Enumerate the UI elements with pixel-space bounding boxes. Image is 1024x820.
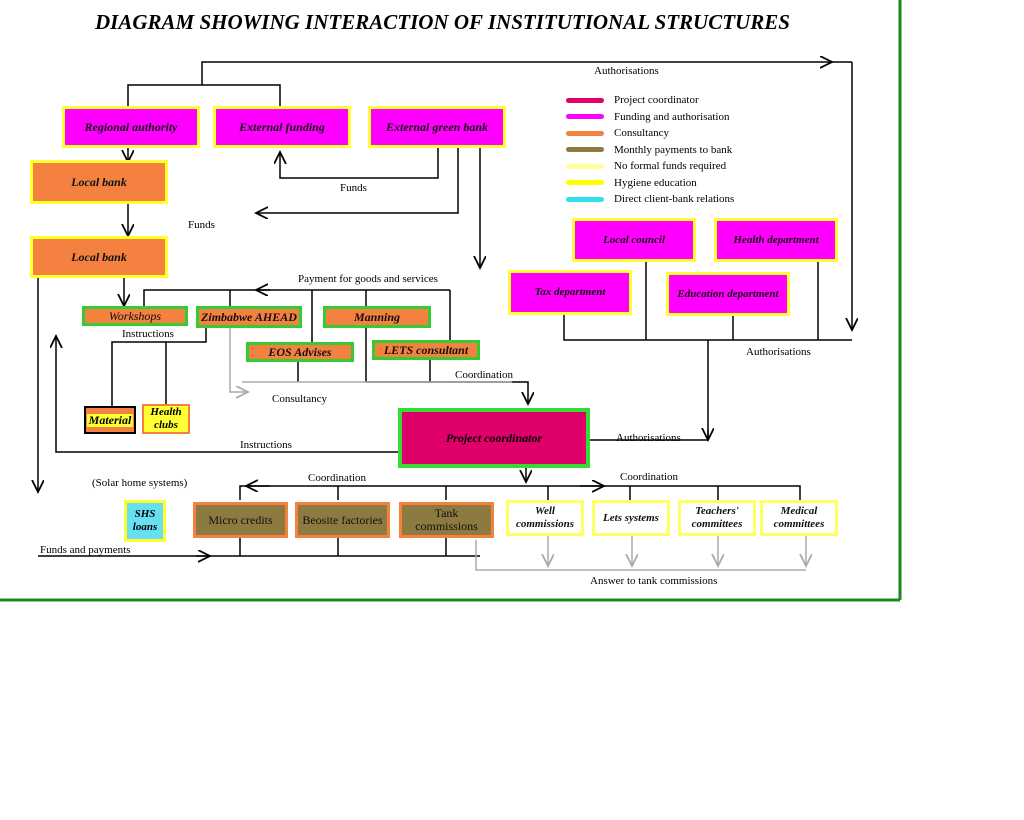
- label-authorisations-top: Authorisations: [594, 65, 659, 77]
- node-beosite-factories: Beosite factories: [295, 502, 390, 538]
- legend-swatch: [566, 180, 604, 185]
- node-local-bank-2: Local bank: [30, 236, 168, 278]
- node-teachers-committees: Teachers' committees: [678, 500, 756, 536]
- legend-item: Consultancy: [566, 126, 669, 140]
- node-material-label: Material: [86, 412, 134, 427]
- label-funds-2: Funds: [188, 219, 215, 231]
- node-micro-credits: Micro credits: [193, 502, 288, 538]
- legend-item: Project coordinator: [566, 93, 699, 107]
- node-medical-committees: Medical committees: [760, 500, 838, 536]
- legend-label: Direct client-bank relations: [614, 193, 735, 205]
- legend-item: Direct client-bank relations: [566, 192, 734, 206]
- legend-label: Funding and authorisation: [614, 110, 730, 123]
- legend-item: Hygiene education: [566, 176, 697, 190]
- label-consultancy: Consultancy: [272, 393, 327, 405]
- node-local-council: Local council: [572, 218, 696, 262]
- node-health-department: Health department: [714, 218, 838, 262]
- legend-label: Hygiene education: [614, 176, 697, 189]
- legend-swatch: [566, 147, 604, 152]
- legend-swatch: [566, 97, 604, 103]
- node-regional-authority: Regional authority: [62, 106, 200, 148]
- label-solar: (Solar home systems): [92, 477, 188, 489]
- node-local-bank-1: Local bank: [30, 160, 168, 204]
- legend-swatch: [566, 130, 604, 136]
- label-funds-1: Funds: [340, 182, 367, 194]
- label-funds-payments: Funds and payments: [40, 544, 131, 556]
- legend-label: Consultancy: [614, 127, 669, 139]
- node-project-coordinator: Project coordinator: [398, 408, 590, 468]
- legend-item: Funding and authorisation: [566, 110, 730, 124]
- node-tank-commissions: Tank commissions: [399, 502, 494, 538]
- label-authorisations-mid: Authorisations: [616, 432, 681, 444]
- legend-label: Project coordinator: [614, 94, 699, 106]
- node-education-department: Education department: [666, 272, 790, 316]
- node-eos-advises: EOS Advises: [246, 342, 354, 362]
- node-shs-loans: SHS loans: [124, 500, 166, 542]
- legend-item: No formal funds required: [566, 159, 726, 173]
- label-instructions-1: Instructions: [122, 328, 174, 340]
- legend-swatch: [566, 114, 604, 119]
- node-zimbabwe-ahead: Zimbabwe AHEAD: [196, 306, 302, 328]
- legend-item: Monthly payments to bank: [566, 143, 732, 157]
- node-external-funding: External funding: [213, 106, 351, 148]
- legend-swatch: [566, 196, 604, 202]
- label-coordination-2: Coordination: [308, 472, 367, 484]
- label-instructions-2: Instructions: [240, 439, 292, 451]
- label-authorisations-right: Authorisations: [746, 346, 811, 358]
- label-coordination-1: Coordination: [455, 369, 514, 381]
- node-material: Material: [84, 406, 136, 434]
- node-lets-consultant: LETS consultant: [372, 340, 480, 360]
- node-health-clubs: Health clubs: [142, 404, 190, 434]
- label-payment: Payment for goods and services: [298, 273, 438, 285]
- node-tax-department: Tax department: [508, 270, 632, 315]
- node-external-green-bank: External green bank: [368, 106, 506, 148]
- node-manning: Manning: [323, 306, 431, 328]
- node-lets-systems: Lets systems: [592, 500, 670, 536]
- node-well-commissions: Well commissions: [506, 500, 584, 536]
- legend-label: No formal funds required: [614, 160, 727, 172]
- node-workshops: Workshops: [82, 306, 188, 326]
- legend-swatch: [566, 163, 604, 169]
- label-coordination-3: Coordination: [620, 471, 679, 483]
- legend-label: Monthly payments to bank: [614, 143, 733, 156]
- label-answer-tank: Answer to tank commissions: [590, 575, 718, 587]
- diagram-title: DIAGRAM SHOWING INTERACTION OF INSTITUTI…: [95, 10, 790, 34]
